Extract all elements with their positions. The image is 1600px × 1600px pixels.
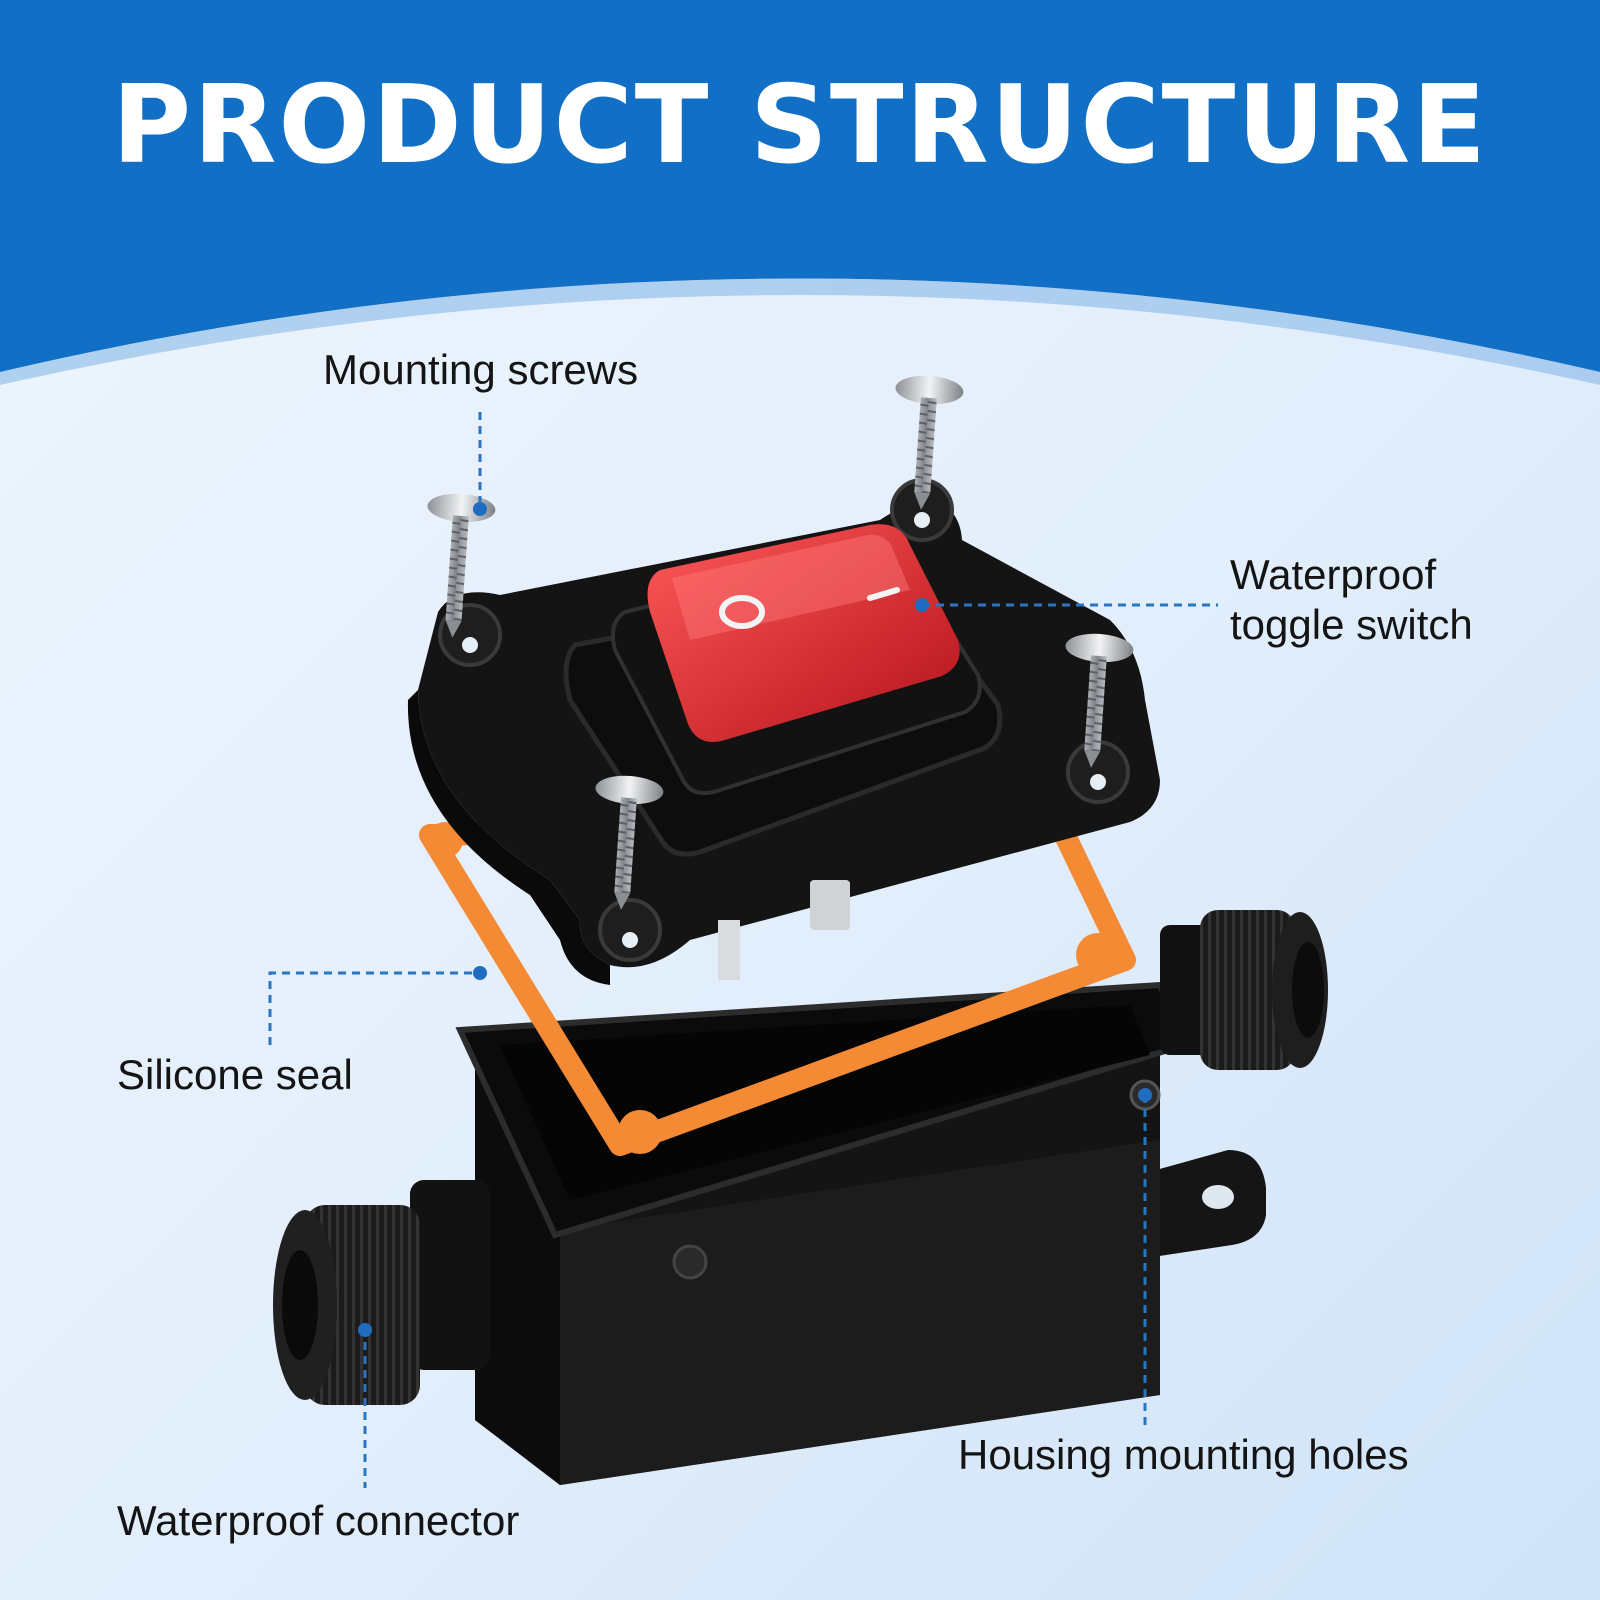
callout-silicone-seal: Silicone seal bbox=[117, 1051, 353, 1098]
callout-toggle-switch-line1: Waterproof bbox=[1230, 551, 1437, 598]
header-wave-light bbox=[0, 278, 1600, 385]
callout-housing-holes: Housing mounting holes bbox=[958, 1431, 1409, 1478]
leader-dots bbox=[358, 502, 1152, 1337]
circle-o-icon bbox=[719, 595, 765, 629]
housing-base bbox=[455, 981, 1266, 1485]
mounting-screw-4 bbox=[595, 775, 664, 910]
page-title: PRODUCT STRUCTURE bbox=[112, 63, 1488, 188]
mounting-screw-2 bbox=[895, 375, 964, 510]
leader-silicone-seal bbox=[268, 971, 480, 1045]
leader-lines bbox=[268, 412, 1218, 1488]
right-cable-gland bbox=[1160, 910, 1328, 1070]
callout-connector: Waterproof connector bbox=[117, 1497, 520, 1544]
left-cable-gland bbox=[273, 1180, 490, 1405]
callout-toggle-switch-line2: toggle switch bbox=[1230, 601, 1473, 649]
callout-toggle-switch: Waterproof toggle switch bbox=[1230, 550, 1473, 651]
line-i-icon bbox=[867, 587, 900, 601]
mounting-screw-3 bbox=[1065, 633, 1134, 768]
callout-mounting-screws: Mounting screws bbox=[323, 346, 639, 393]
header-band bbox=[0, 0, 1600, 372]
housing-mounting-hole bbox=[1202, 1185, 1234, 1209]
toggle-switch-rocker bbox=[647, 524, 960, 742]
